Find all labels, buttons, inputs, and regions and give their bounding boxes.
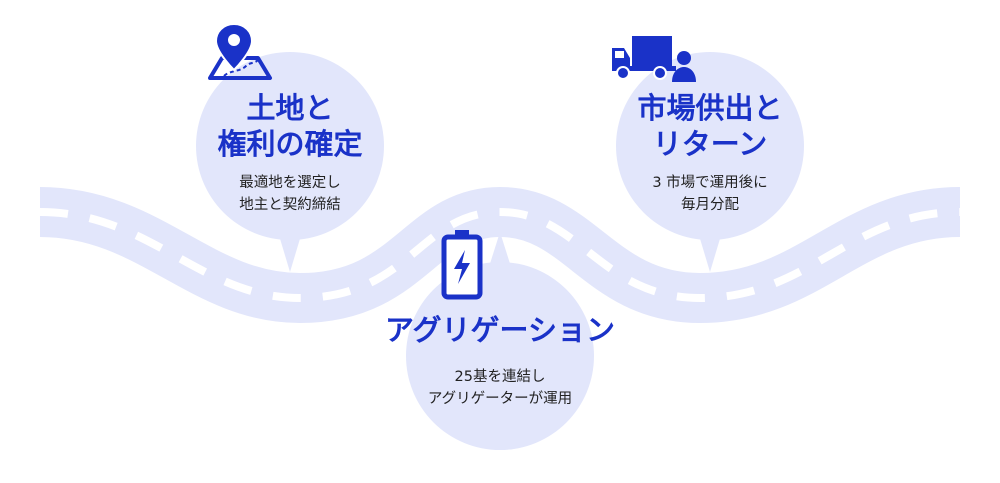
stage-aggregation: アグリゲーション 25基を連結し アグリゲーターが運用 — [360, 312, 640, 410]
stage-land: 土地と 権利の確定 最適地を選定し 地主と契約締結 — [190, 90, 390, 216]
bubble-market — [616, 52, 804, 272]
stage-land-title: 土地と 権利の確定 — [217, 91, 363, 161]
map-pin-icon — [208, 22, 272, 80]
bubble-land — [196, 52, 384, 272]
stage-land-desc: 最適地を選定し 地主と契約締結 — [239, 175, 341, 213]
stage-aggregation-desc: 25基を連結し アグリゲーターが運用 — [427, 369, 573, 407]
stage-market: 市場供出と リターン 3 市場で運用後に 毎月分配 — [610, 90, 810, 216]
stage-market-desc: 3 市場で運用後に 毎月分配 — [652, 175, 768, 213]
truck-person-icon — [612, 36, 696, 82]
bubble-aggregation — [406, 232, 594, 450]
battery-icon — [441, 230, 483, 300]
stage-market-title: 市場供出と リターン — [637, 91, 783, 161]
stage-aggregation-title: アグリゲーション — [385, 313, 615, 347]
road-center-line — [39, 207, 961, 303]
